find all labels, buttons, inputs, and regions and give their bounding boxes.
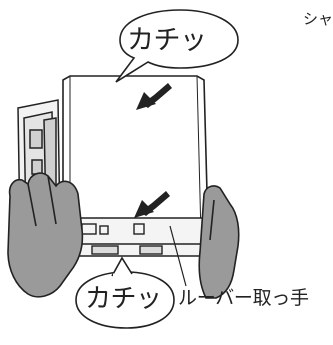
louver-handle-label: ルーバー取っ手 [178, 287, 309, 309]
speech-bubble-bottom [75, 256, 175, 329]
bubble-bottom-text: カチッ [85, 284, 162, 314]
push-arrow-top [136, 83, 172, 110]
right-hand [198, 185, 240, 299]
bubble-top-text: カチッ [127, 25, 207, 56]
front-cover-panel [62, 75, 209, 237]
push-arrow-bottom [134, 191, 170, 218]
speech-bubble-top [115, 9, 239, 83]
top-right-label: シャ [303, 10, 333, 28]
louver-strip [73, 217, 207, 257]
left-hand [7, 172, 84, 298]
handle-leader-line [169, 225, 187, 287]
